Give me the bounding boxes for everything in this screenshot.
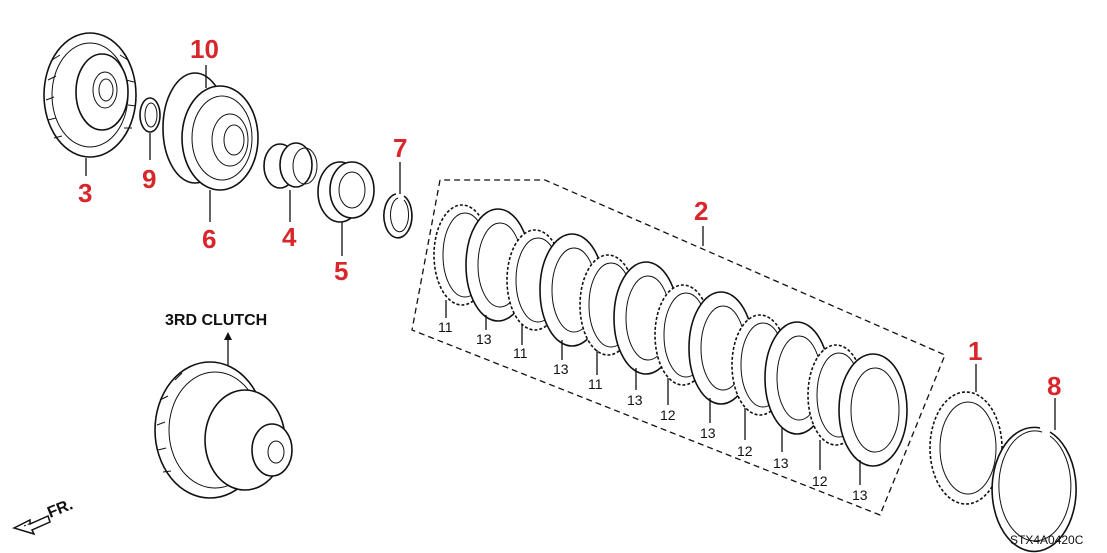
part-7-snap-ring	[383, 162, 413, 239]
disc-label: 13	[700, 425, 716, 441]
disc-label: 13	[627, 392, 643, 408]
callout-5: 5	[334, 256, 348, 286]
part-2-clutch-pack-frame	[411, 179, 946, 516]
disc-label: 13	[773, 455, 789, 471]
callout-9: 9	[142, 164, 156, 194]
disc-label: 12	[812, 473, 828, 489]
callout-6: 6	[202, 224, 216, 254]
callout-7: 7	[393, 133, 407, 163]
disc-label: 11	[588, 376, 603, 392]
part-3-clutch-drum	[43, 32, 137, 176]
third-clutch-assembly	[154, 332, 293, 499]
disc-label: 13	[852, 487, 868, 503]
part-6-piston	[162, 65, 259, 222]
part-9-snap-ring	[139, 97, 161, 160]
callout-10: 10	[190, 34, 219, 64]
part-1-end-plate	[929, 364, 1003, 505]
part-8-snap-ring	[991, 398, 1077, 553]
diagram-code: STX4A0420C	[1010, 533, 1084, 547]
callout-labels: 3 9 10 6 4 5 7 2 1 8	[78, 34, 1061, 401]
assembly-title: 3RD CLUTCH	[165, 312, 267, 329]
callout-8: 8	[1047, 371, 1061, 401]
disc-label: 13	[476, 331, 492, 347]
callout-2: 2	[694, 196, 708, 226]
disc-label: 11	[438, 319, 453, 335]
clutch-discs	[433, 204, 908, 485]
callout-4: 4	[282, 222, 297, 252]
disc-label: 11	[513, 345, 528, 361]
disc-label: 12	[737, 443, 753, 459]
disc-label: 13	[553, 361, 569, 377]
front-arrow-icon	[11, 514, 51, 536]
front-label: FR.	[45, 496, 75, 521]
disc-13f	[838, 353, 908, 467]
part-5-spring-retainer	[317, 161, 375, 256]
callout-1: 1	[968, 336, 982, 366]
disc-sub-labels: 11 13 11 13 11 13 12 13 12 13 12 13	[438, 319, 868, 503]
disc-label: 12	[660, 407, 676, 423]
part-4-return-spring	[263, 142, 318, 222]
callout-3: 3	[78, 178, 92, 208]
